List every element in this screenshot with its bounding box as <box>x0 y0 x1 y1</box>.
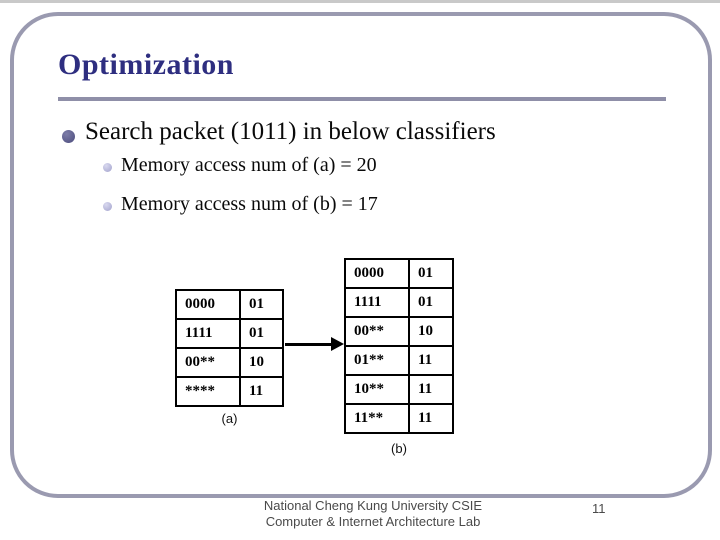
table-cell: 00** <box>177 349 241 376</box>
table-cell: 10 <box>418 323 433 339</box>
table-cell: 01** <box>346 347 410 374</box>
classifier-table-b: 0000 01 1111 01 00** 10 01** 11 10** 11 11** 11 <box>344 258 454 434</box>
screen-top-edge <box>0 0 720 3</box>
table-cell: 11 <box>249 383 264 399</box>
table-cell: 11 <box>418 410 433 426</box>
table-cell: 01 <box>249 296 264 312</box>
table-cell: 01 <box>418 294 433 310</box>
slide-frame-border <box>10 12 712 498</box>
table-row: 01** 11 <box>346 345 452 374</box>
table-row: 10** 11 <box>346 374 452 403</box>
table-cell: 11** <box>346 405 410 432</box>
sub-bullet-icon <box>103 202 112 211</box>
table-row: 00** 10 <box>346 316 452 345</box>
arrow-right-icon <box>331 337 344 351</box>
bullet-icon <box>62 130 75 143</box>
sub-bullet-text-a: Memory access num of (a) = 20 <box>121 154 377 176</box>
page-number: 11 <box>592 501 606 516</box>
footer-line-1: National Cheng Kung University CSIE <box>263 498 483 513</box>
table-cell: 11 <box>418 352 433 368</box>
footer-text: National Cheng Kung University CSIE Comp… <box>173 498 573 529</box>
table-cell: 11 <box>418 381 433 397</box>
table-cell: 01 <box>249 325 264 341</box>
table-row: 0000 01 <box>346 260 452 287</box>
table-row: 0000 01 <box>177 291 282 318</box>
table-row: **** 11 <box>177 376 282 405</box>
sub-bullet-icon <box>103 163 112 172</box>
classifier-table-a: 0000 01 1111 01 00** 10 **** 11 <box>175 289 284 407</box>
table-cell: 1111 <box>177 320 241 347</box>
table-cell: **** <box>177 378 241 405</box>
table-cell: 01 <box>418 265 433 281</box>
table-row: 1111 01 <box>346 287 452 316</box>
table-a-caption: (a) <box>221 411 238 426</box>
bullet-text: Search packet (1011) in below classifier… <box>85 118 496 145</box>
table-cell: 10** <box>346 376 410 403</box>
table-row: 00** 10 <box>177 347 282 376</box>
table-row: 11** 11 <box>346 403 452 432</box>
table-cell: 0000 <box>177 291 241 318</box>
table-cell: 00** <box>346 318 410 345</box>
arrow-right-line <box>285 343 333 346</box>
sub-bullet-text-b: Memory access num of (b) = 17 <box>121 193 378 215</box>
footer-line-2: Computer & Internet Architecture Lab <box>265 513 481 529</box>
table-cell: 10 <box>249 354 264 370</box>
table-cell: 1111 <box>346 289 410 316</box>
title-underline <box>58 97 666 101</box>
page-title: Optimization <box>58 48 234 81</box>
table-cell: 0000 <box>346 260 410 287</box>
table-b-caption: (b) <box>391 441 407 456</box>
table-row: 1111 01 <box>177 318 282 347</box>
